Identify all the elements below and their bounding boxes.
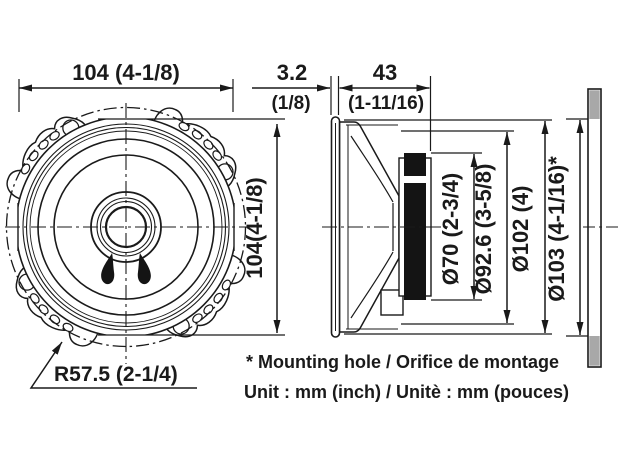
dimension-height-104 (98, 118, 285, 336)
side-dimensions (252, 76, 588, 337)
note-mounting-hole: * Mounting hole / Orifice de montage (246, 352, 559, 372)
dimension-dia-102 (344, 119, 552, 335)
label-dia-103: Ø103 (4-1/16)* (544, 156, 569, 302)
panel-section-top (589, 90, 600, 119)
front-view (0, 96, 257, 364)
label-depth-mm: 43 (373, 60, 397, 85)
dimension-dia-103 (566, 118, 588, 337)
dimension-dia-92-6 (401, 130, 514, 325)
mounting-panel (583, 88, 618, 368)
front-centerlines (5, 103, 248, 364)
label-dia-92-6: Ø92.6 (3-5/8) (471, 164, 496, 295)
front-dimensions (18, 79, 285, 389)
dimension-flange-3-2 (252, 76, 340, 115)
side-view (322, 116, 448, 338)
dimension-depth-43 (339, 76, 432, 151)
label-dia-70: Ø70 (2-3/4) (438, 173, 463, 286)
terminal-block (380, 289, 404, 316)
cone-markings (101, 253, 151, 285)
dimension-radius-r57 (29, 341, 197, 389)
magnet-body (404, 183, 426, 300)
label-flange-mm: 3.2 (277, 60, 308, 85)
cone-profile-top (350, 135, 394, 203)
label-width-104: 104 (4-1/8) (72, 60, 180, 85)
label-flange-inch: (1/8) (271, 93, 310, 114)
label-dia-102: Ø102 (4) (508, 186, 533, 273)
panel-section-bottom (589, 336, 600, 366)
magnet-top-plate (404, 153, 426, 176)
dimension-dia-70 (431, 152, 482, 301)
label-depth-inch: (1-11/16) (348, 93, 424, 114)
dimension-width-104 (18, 79, 234, 112)
label-radius-r57: R57.5 (2-1/4) (54, 363, 178, 386)
label-height-104: 104(4-1/8) (242, 177, 267, 279)
note-units: Unit : mm (inch) / Unitè : mm (pouces) (244, 382, 569, 402)
cone-profile-bottom (350, 251, 394, 319)
